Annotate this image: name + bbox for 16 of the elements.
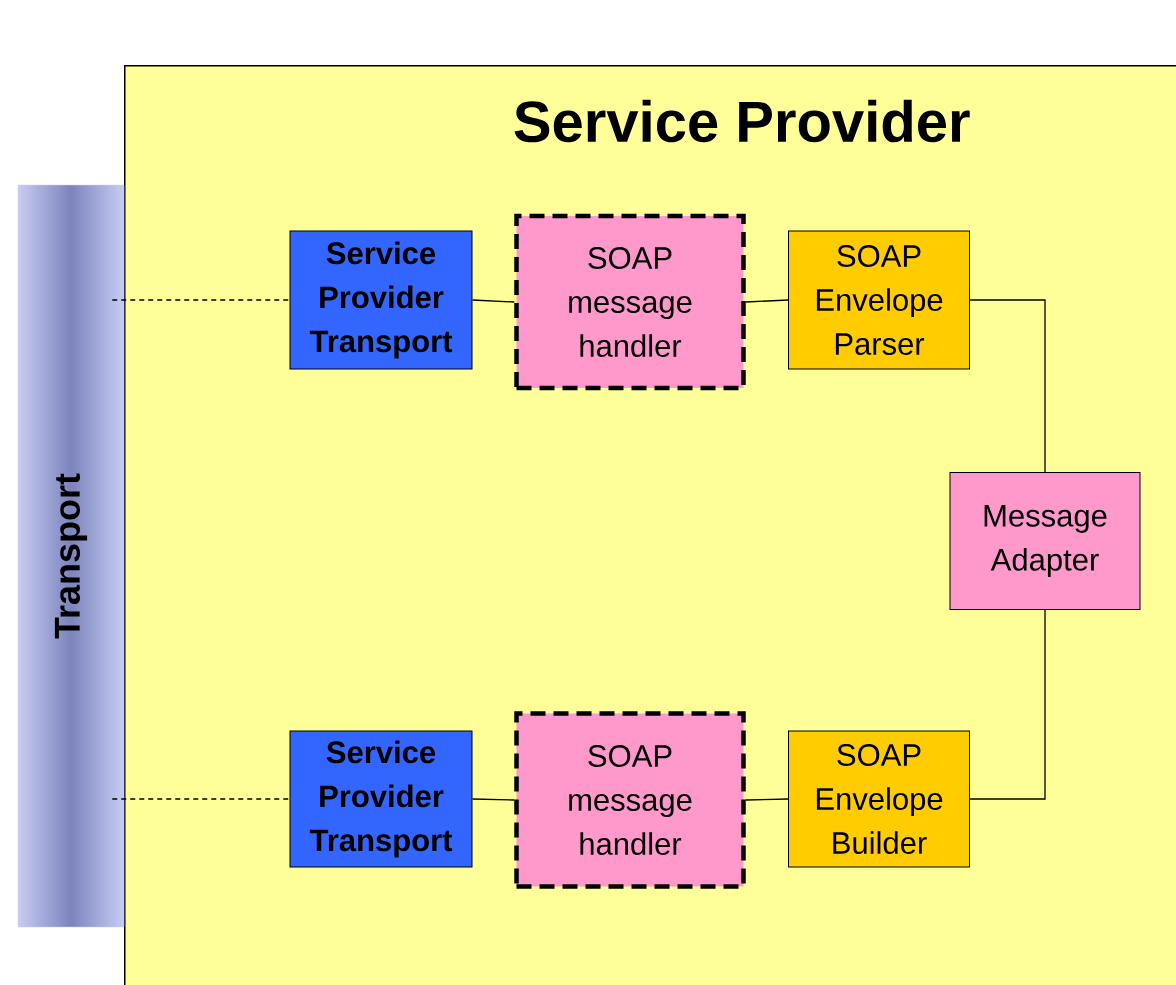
- connector-line: [471, 798, 515, 801]
- handler-box: SOAP message handler: [514, 213, 746, 391]
- connector-line: [969, 299, 1046, 473]
- dashed-connector: [111, 299, 291, 301]
- connector-line: [745, 798, 789, 801]
- transport-band: Transport: [17, 184, 125, 928]
- connector-line: [471, 299, 515, 303]
- builder-box: SOAP Envelope Builder: [788, 730, 970, 868]
- dashed-connector: [111, 798, 291, 800]
- handler-box: SOAP message handler: [514, 711, 746, 889]
- transport-box: Service Provider Transport: [289, 730, 473, 868]
- transport-box: Service Provider Transport: [289, 230, 473, 370]
- connector-line: [969, 609, 1046, 800]
- connector-line: [745, 299, 789, 303]
- parser-box: SOAP Envelope Parser: [788, 230, 970, 370]
- adapter-box: Message Adapter: [949, 472, 1141, 610]
